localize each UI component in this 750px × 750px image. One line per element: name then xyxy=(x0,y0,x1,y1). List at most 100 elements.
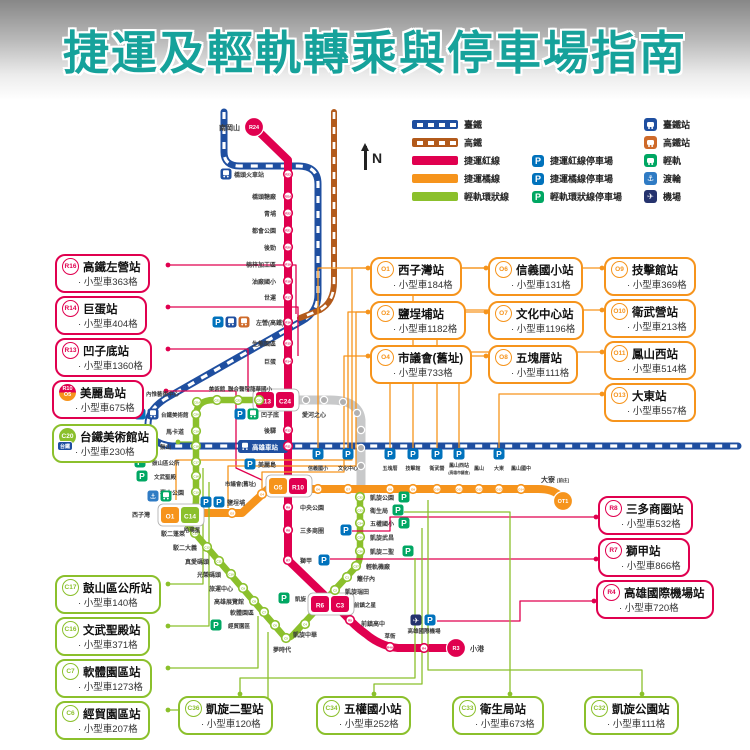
station-id: C21A xyxy=(194,401,200,404)
station-dot-C13 xyxy=(189,527,201,539)
callout-parking-capacity: · 小型車733格 xyxy=(393,368,453,379)
station-dot-R15 xyxy=(282,337,294,349)
terminal-dot-R3 xyxy=(445,637,467,659)
station-id: R18 xyxy=(285,279,291,283)
station-id: C21 xyxy=(214,398,220,402)
train-icon-body xyxy=(223,170,229,176)
callout-parking-capacity: · 小型車111格 xyxy=(511,368,570,379)
train-icon-wheel xyxy=(245,448,248,450)
map-text: 聯合醫院 xyxy=(228,385,251,393)
legend-icon-row: ✈機場 xyxy=(644,190,690,203)
legend-swatch-tra xyxy=(412,120,458,129)
callout-station-name: 高雄國際機場站 xyxy=(624,587,705,600)
transfer-cell-id: R13 xyxy=(259,399,271,406)
station-dot-O6 xyxy=(312,483,324,495)
station-id: R21 xyxy=(285,228,291,232)
station-dot-O9 xyxy=(407,483,419,495)
callout-parking-capacity: · 小型車514格 xyxy=(627,364,687,375)
north-arrow: N xyxy=(360,142,390,176)
parking-letter: P xyxy=(496,449,502,459)
parking-letter: P xyxy=(395,505,401,515)
parking-icon xyxy=(213,496,225,508)
terminal-id: R24 xyxy=(249,125,260,131)
transfer-cell-id: O5 xyxy=(274,485,283,492)
parking-letter: P xyxy=(281,593,287,603)
callout-station-name: 信義國小站 xyxy=(516,264,574,277)
station-id: R4A xyxy=(387,645,394,649)
parking-icon xyxy=(278,592,290,604)
map-text: 台鐵美術館 xyxy=(161,411,189,419)
callout-badge: O11 xyxy=(611,345,628,362)
train-icon-body xyxy=(241,318,247,324)
station-dot-C7 xyxy=(258,606,270,618)
callout-station-name: 三多商圈站 xyxy=(626,503,684,516)
callout-station-name: 衛武營站 xyxy=(632,306,678,319)
callout-parking-capacity: · 小型車1196格 xyxy=(511,324,576,335)
connector-dot xyxy=(591,598,597,604)
train-icon-wheel xyxy=(153,415,156,418)
transfer-cell xyxy=(161,507,179,523)
station-dot-C36 xyxy=(354,545,366,557)
parking-icon xyxy=(392,504,404,516)
callout-connector xyxy=(373,528,423,694)
station-id: C1 xyxy=(345,575,349,579)
callout-station-name: 五權國小站 xyxy=(344,703,402,716)
callout-badge: O10 xyxy=(611,303,628,320)
callout-connector xyxy=(404,511,511,694)
callout-station-name: 文化中心站 xyxy=(516,308,574,321)
parking-letter: P xyxy=(321,555,327,565)
callout-connector xyxy=(168,482,210,627)
train-icon-body xyxy=(150,410,156,416)
callout-connector xyxy=(498,393,602,448)
connector-dot xyxy=(639,691,645,697)
train-icon-wheel xyxy=(150,415,153,418)
callout-station-name: 大東站 xyxy=(632,390,667,403)
map-text: 鼓山區公所 xyxy=(152,459,180,467)
connector-dot xyxy=(593,556,599,562)
station-dot-C20 xyxy=(190,408,202,420)
callout-connector xyxy=(168,306,299,356)
parking-letter: P xyxy=(215,317,221,327)
callout-badge: C32 xyxy=(591,700,608,717)
map-text: 信義國小 xyxy=(308,465,328,472)
station-dot-R23 xyxy=(282,168,294,180)
callout-parking-capacity: · 小型車363格 xyxy=(78,277,138,288)
callout-head: C32 凱旋公園站 xyxy=(591,700,670,717)
ferry-glyph: ⚓ xyxy=(150,492,157,501)
callout-badge: R16 xyxy=(62,258,79,275)
legend-icon-row: 高鐵站 xyxy=(644,136,690,149)
station-dot-R14 xyxy=(282,355,294,367)
transfer-cell-id: C3 xyxy=(336,603,345,610)
station-label: 旅運中心 xyxy=(208,585,233,593)
callout-station-name: 西子灣站 xyxy=(398,264,444,277)
station-id: C20 xyxy=(193,412,199,416)
connector-dot xyxy=(599,391,605,397)
callout-station-name: 五塊厝站 xyxy=(516,352,562,365)
callout-parking-capacity: · 小型車1273格 xyxy=(78,682,143,693)
callout-connector xyxy=(168,264,297,314)
callout-station-name: 凱旋公園站 xyxy=(612,703,670,716)
page-title: 捷運及輕軌轉乘與停車場指南 xyxy=(63,27,687,79)
legend-icon-label: 渡輪 xyxy=(663,174,682,184)
callout-connector xyxy=(352,516,596,532)
gray-station-dot xyxy=(319,395,329,405)
station-label: 後驛 xyxy=(264,427,276,435)
callout-parking-capacity: · 小型車184格 xyxy=(393,280,453,291)
station-label: 巨蛋 xyxy=(264,358,277,366)
title-band: 捷運及輕軌轉乘與停車場指南 xyxy=(0,0,750,100)
parking-letter: P xyxy=(216,497,222,507)
callout-station-name: 凹子底站 xyxy=(83,345,129,358)
